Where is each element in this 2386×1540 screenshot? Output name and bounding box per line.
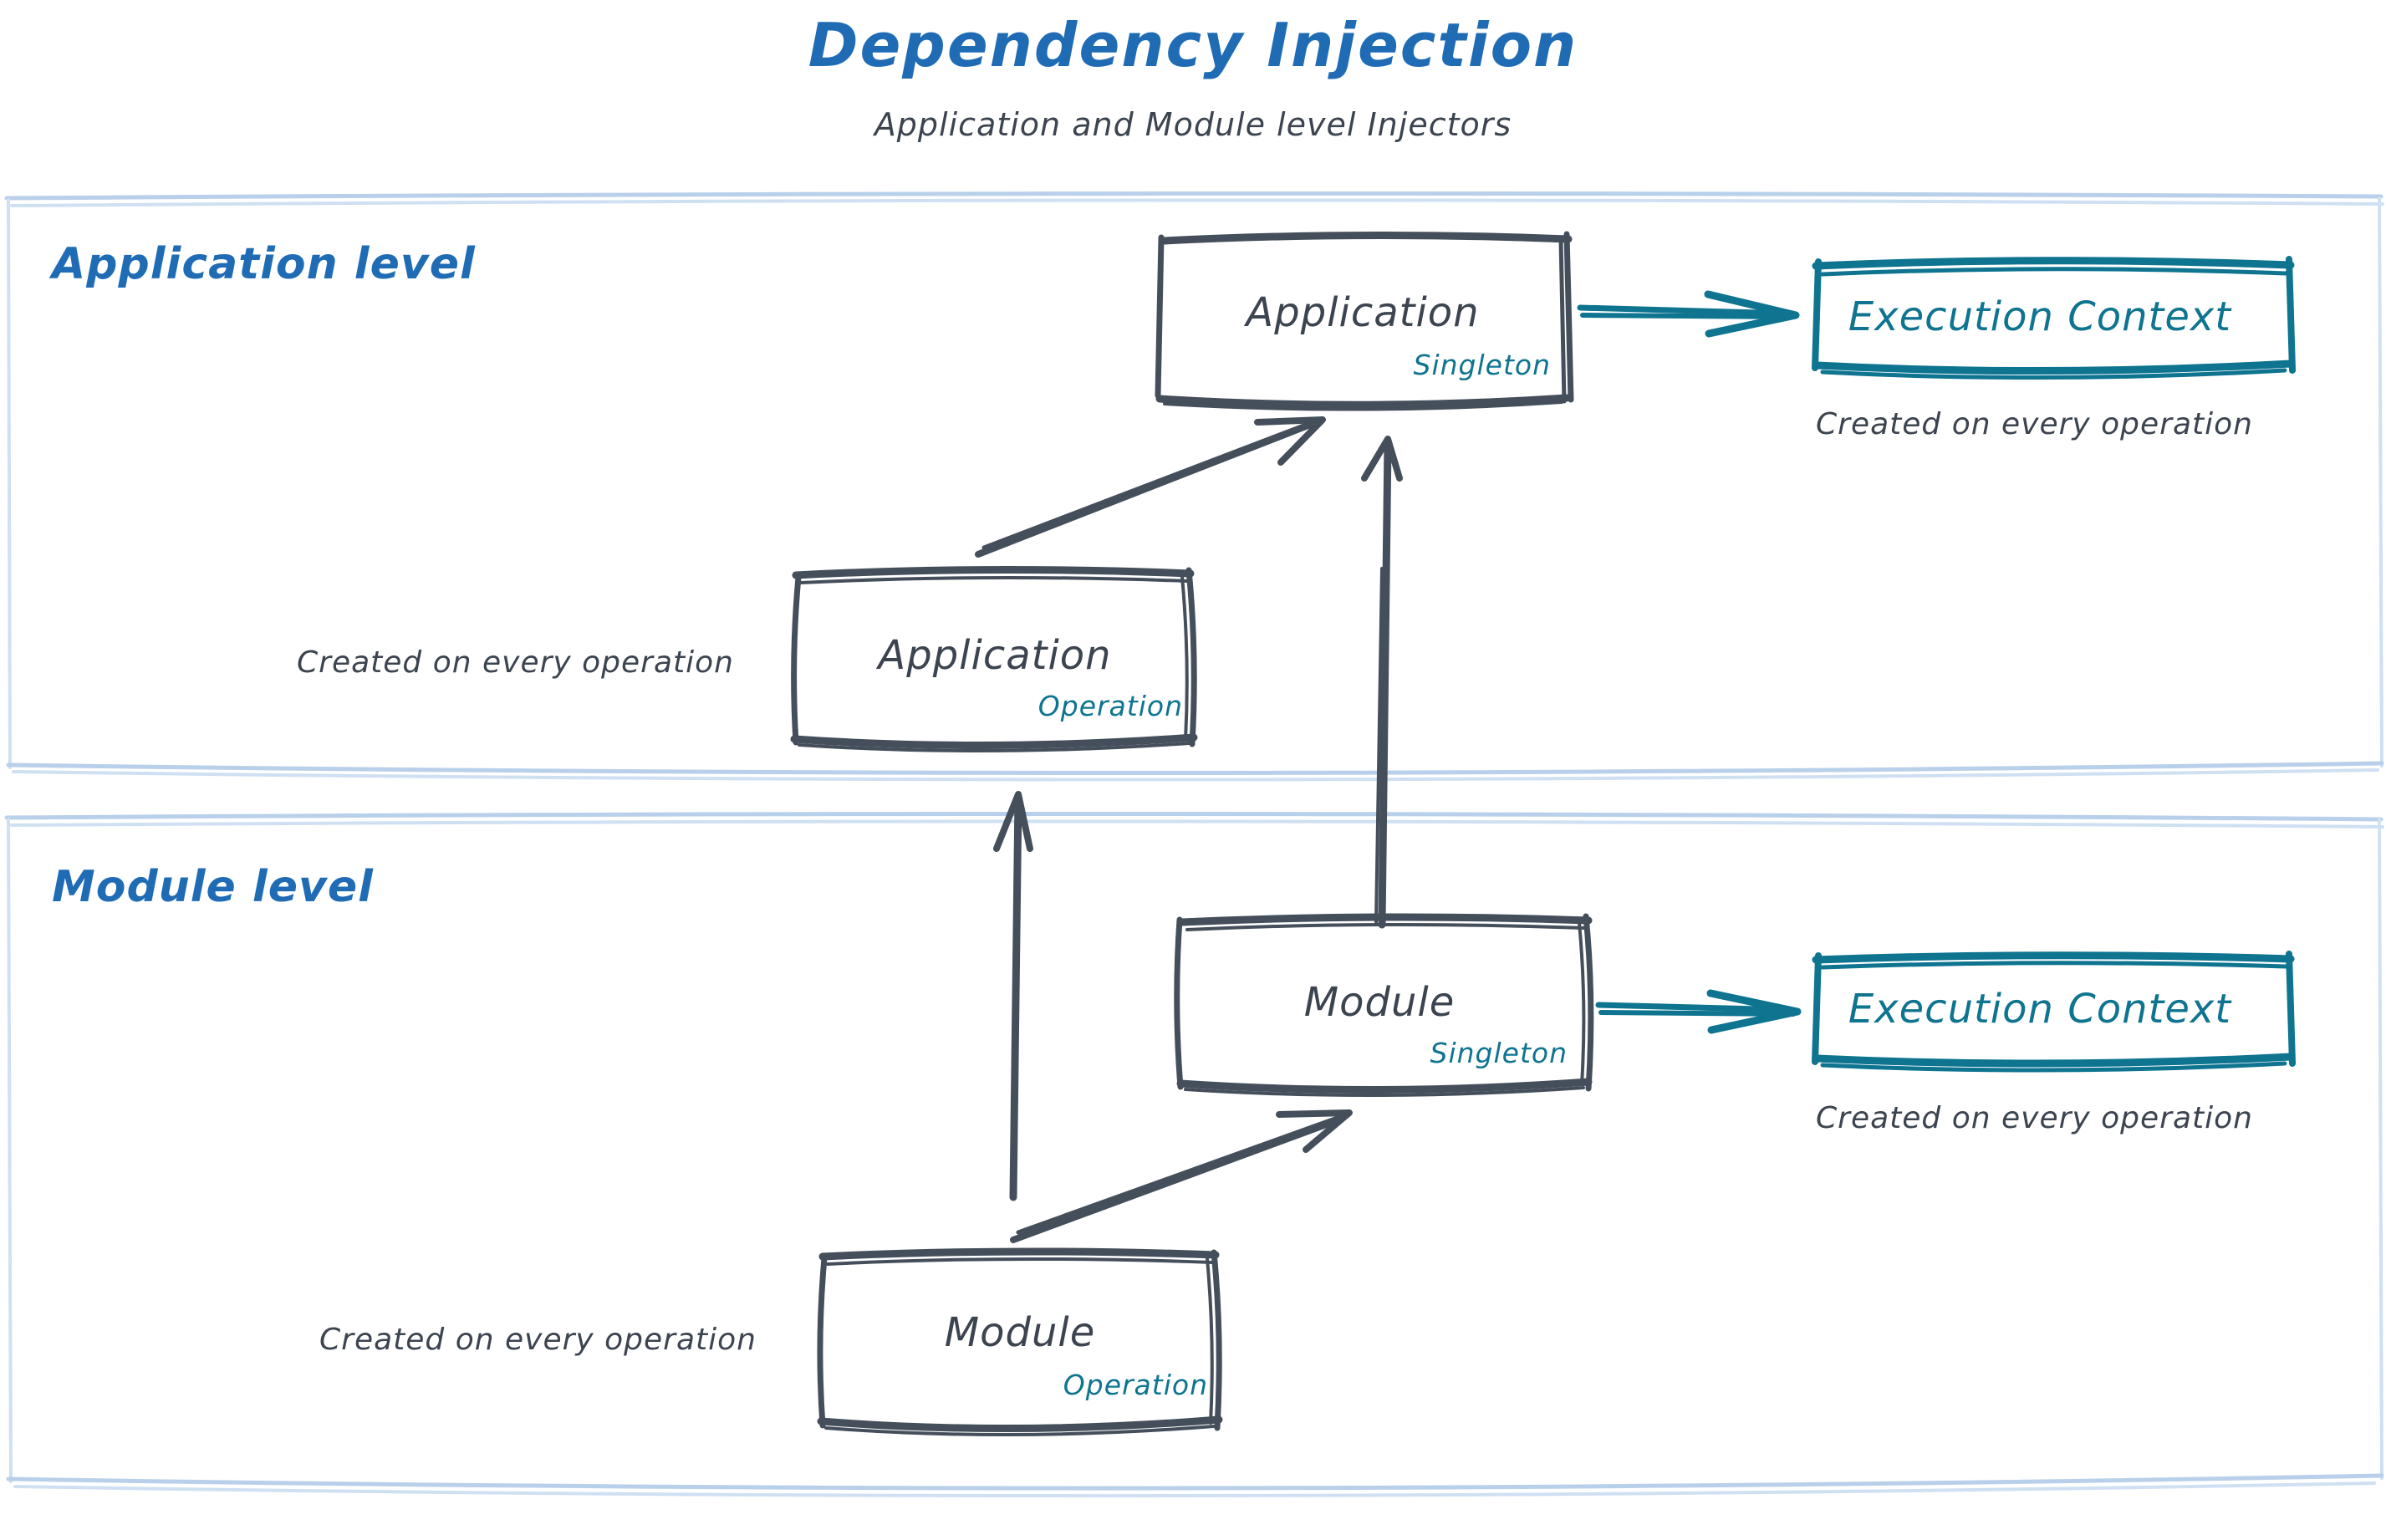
caption-execution-context-application: Created on every operation — [1816, 407, 2253, 441]
lane-label-application-level: Application level — [52, 239, 476, 289]
edge-module-singleton-to-execution-context — [1595, 989, 1802, 1034]
node-application-singleton-scope: Singleton — [1413, 349, 1551, 381]
node-application-singleton-title: Application — [1246, 289, 1480, 336]
node-module-operation-title: Module — [944, 1309, 1096, 1356]
edge-application-operation-to-application-singleton — [975, 416, 1326, 558]
node-module-operation-scope: Operation — [1063, 1369, 1208, 1401]
node-application-operation-scope: Operation — [1038, 690, 1183, 722]
lane-label-module-level: Module level — [52, 862, 374, 912]
node-execution-context-module-title: Execution Context — [1848, 986, 2232, 1033]
node-module-singleton-scope: Singleton — [1430, 1037, 1568, 1069]
caption-application-operation: Created on every operation — [297, 645, 734, 680]
node-execution-context-application-title: Execution Context — [1848, 293, 2232, 340]
caption-execution-context-module: Created on every operation — [1816, 1101, 2253, 1135]
edge-application-singleton-to-execution-context — [1577, 290, 1800, 338]
edge-module-operation-to-module-singleton — [1010, 1109, 1353, 1243]
node-module-singleton-title: Module — [1303, 979, 1456, 1026]
page-title: Dependency Injection — [808, 10, 1578, 80]
page-subtitle: Application and Module level Injectors — [874, 106, 1512, 143]
edge-module-operation-to-application-operation — [993, 791, 1033, 1201]
edge-module-singleton-to-application-singleton — [1361, 436, 1403, 929]
node-application-operation-title: Application — [878, 632, 1112, 679]
caption-module-operation: Created on every operation — [319, 1323, 757, 1357]
